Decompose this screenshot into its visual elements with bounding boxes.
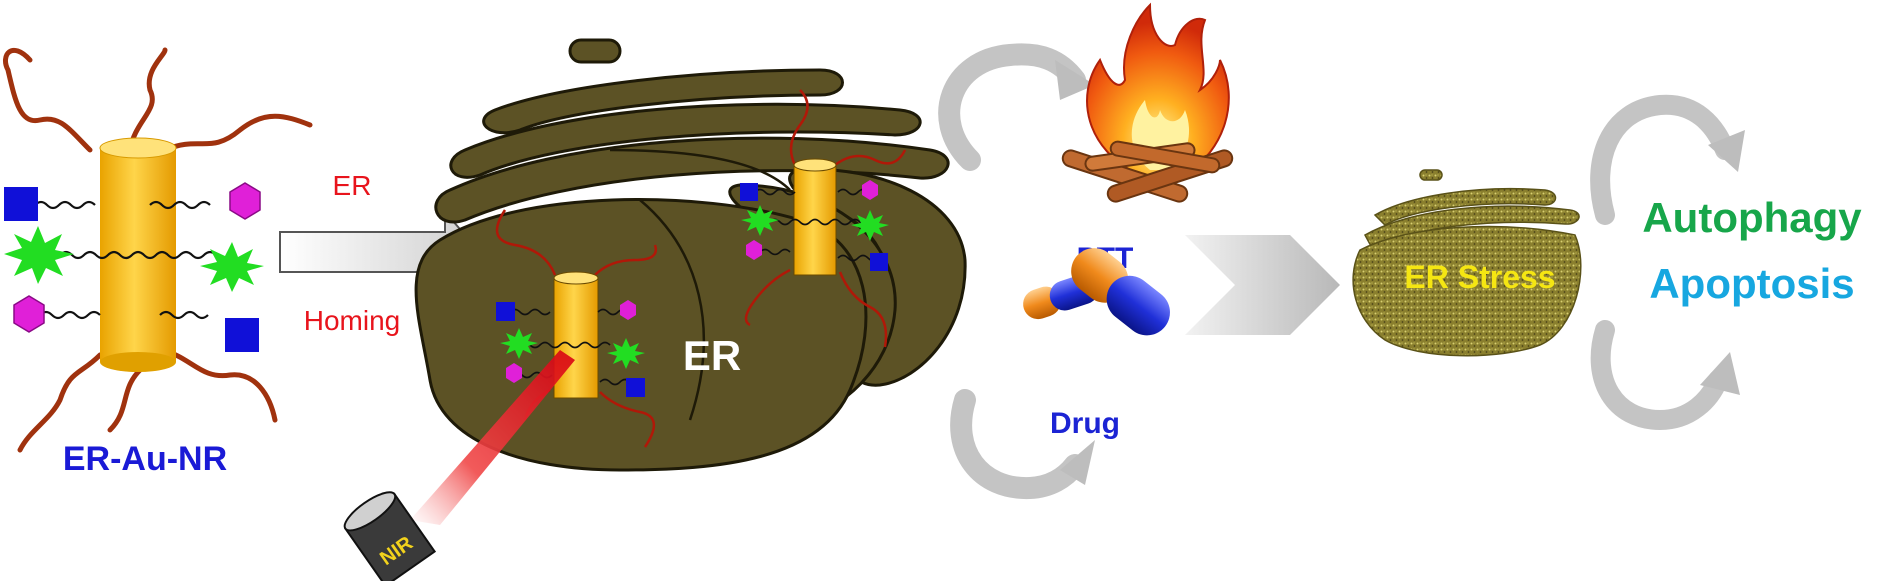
curved-arrow-down [950, 389, 1095, 500]
ligand-square [225, 318, 259, 352]
arrow-label-homing: Homing [304, 305, 400, 336]
arrow-label-er: ER [333, 170, 372, 201]
nanorod-label: ER-Au-NR [63, 440, 227, 478]
laser-beam [410, 350, 575, 525]
curved-arrow-up [938, 43, 1095, 171]
gold-nanorod-icon [740, 89, 907, 348]
drug-label: Drug [1050, 407, 1120, 440]
ligand-hexagon [13, 295, 45, 333]
laser-icon: NIR [343, 350, 575, 581]
gold-nanorod-icon [99, 137, 177, 372]
stress-label: ER Stress [1404, 259, 1555, 295]
apoptosis-label: Apoptosis [1649, 260, 1854, 307]
capsule-icon [1023, 248, 1170, 336]
er-stress-organelle [1352, 169, 1582, 357]
ligand-square [4, 187, 38, 221]
ligand-star [4, 226, 74, 284]
fire-icon [1061, 2, 1234, 203]
gold-nanorod-icon [495, 209, 658, 448]
nanorod-construct: ER-Au-NR [3, 47, 313, 478]
ligand-hexagon [229, 182, 261, 220]
polymer-chains [3, 47, 313, 453]
organelle-label: ER [683, 332, 741, 379]
chevron-arrow [1185, 235, 1340, 335]
curved-arrow-apoptosis [1590, 320, 1740, 431]
autophagy-label: Autophagy [1642, 194, 1862, 241]
er-cisterna [482, 68, 844, 135]
er-vesicle [568, 38, 622, 64]
curved-arrow-autophagy [1590, 94, 1745, 225]
linker-chains [34, 200, 217, 320]
ligand-star [200, 242, 264, 292]
